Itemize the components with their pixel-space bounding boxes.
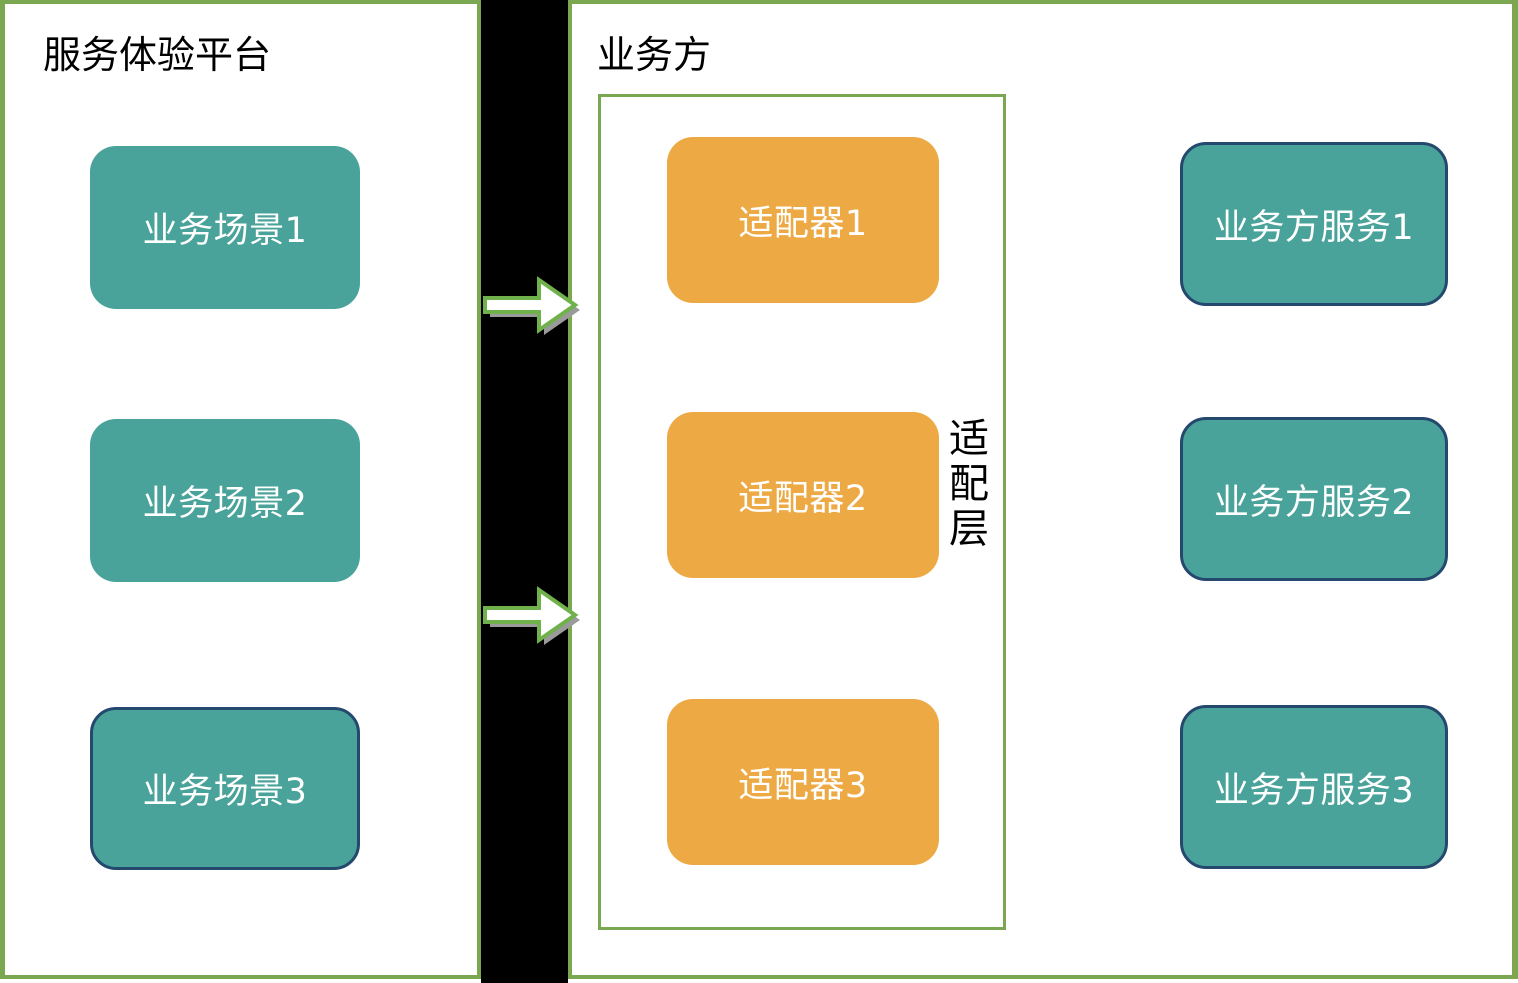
node-label: 业务场景1: [142, 211, 308, 251]
arrow-right-bottom-icon: [479, 584, 580, 646]
node-business-scene-2[interactable]: 业务场景2: [90, 419, 360, 582]
node-business-service-2[interactable]: 业务方服务2: [1180, 417, 1448, 581]
node-business-scene-1[interactable]: 业务场景1: [90, 146, 360, 309]
node-label: 业务场景3: [142, 772, 308, 812]
node-business-scene-3[interactable]: 业务场景3: [90, 707, 360, 870]
node-label: 适配器2: [738, 478, 868, 519]
arrow-right-top-icon: [479, 274, 580, 336]
panel-title-left: 服务体验平台: [43, 33, 272, 77]
node-adapter-1[interactable]: 适配器1: [667, 137, 939, 303]
node-business-service-3[interactable]: 业务方服务3: [1180, 705, 1448, 869]
node-label: 适配器3: [738, 765, 868, 806]
panel-title-right: 业务方: [597, 33, 712, 77]
node-adapter-2[interactable]: 适配器2: [667, 412, 939, 578]
node-label: 适配器1: [738, 203, 868, 244]
node-label: 业务方服务3: [1213, 770, 1415, 811]
node-business-service-1[interactable]: 业务方服务1: [1180, 142, 1448, 306]
node-label: 业务方服务1: [1213, 207, 1415, 248]
adapter-layer-vertical-label: 适配层: [949, 416, 989, 552]
node-label: 业务场景2: [142, 484, 308, 524]
adapter-layer-container: [598, 94, 1006, 930]
black-divider-band: [481, 0, 568, 983]
node-adapter-3[interactable]: 适配器3: [667, 699, 939, 865]
node-label: 业务方服务2: [1213, 482, 1415, 523]
